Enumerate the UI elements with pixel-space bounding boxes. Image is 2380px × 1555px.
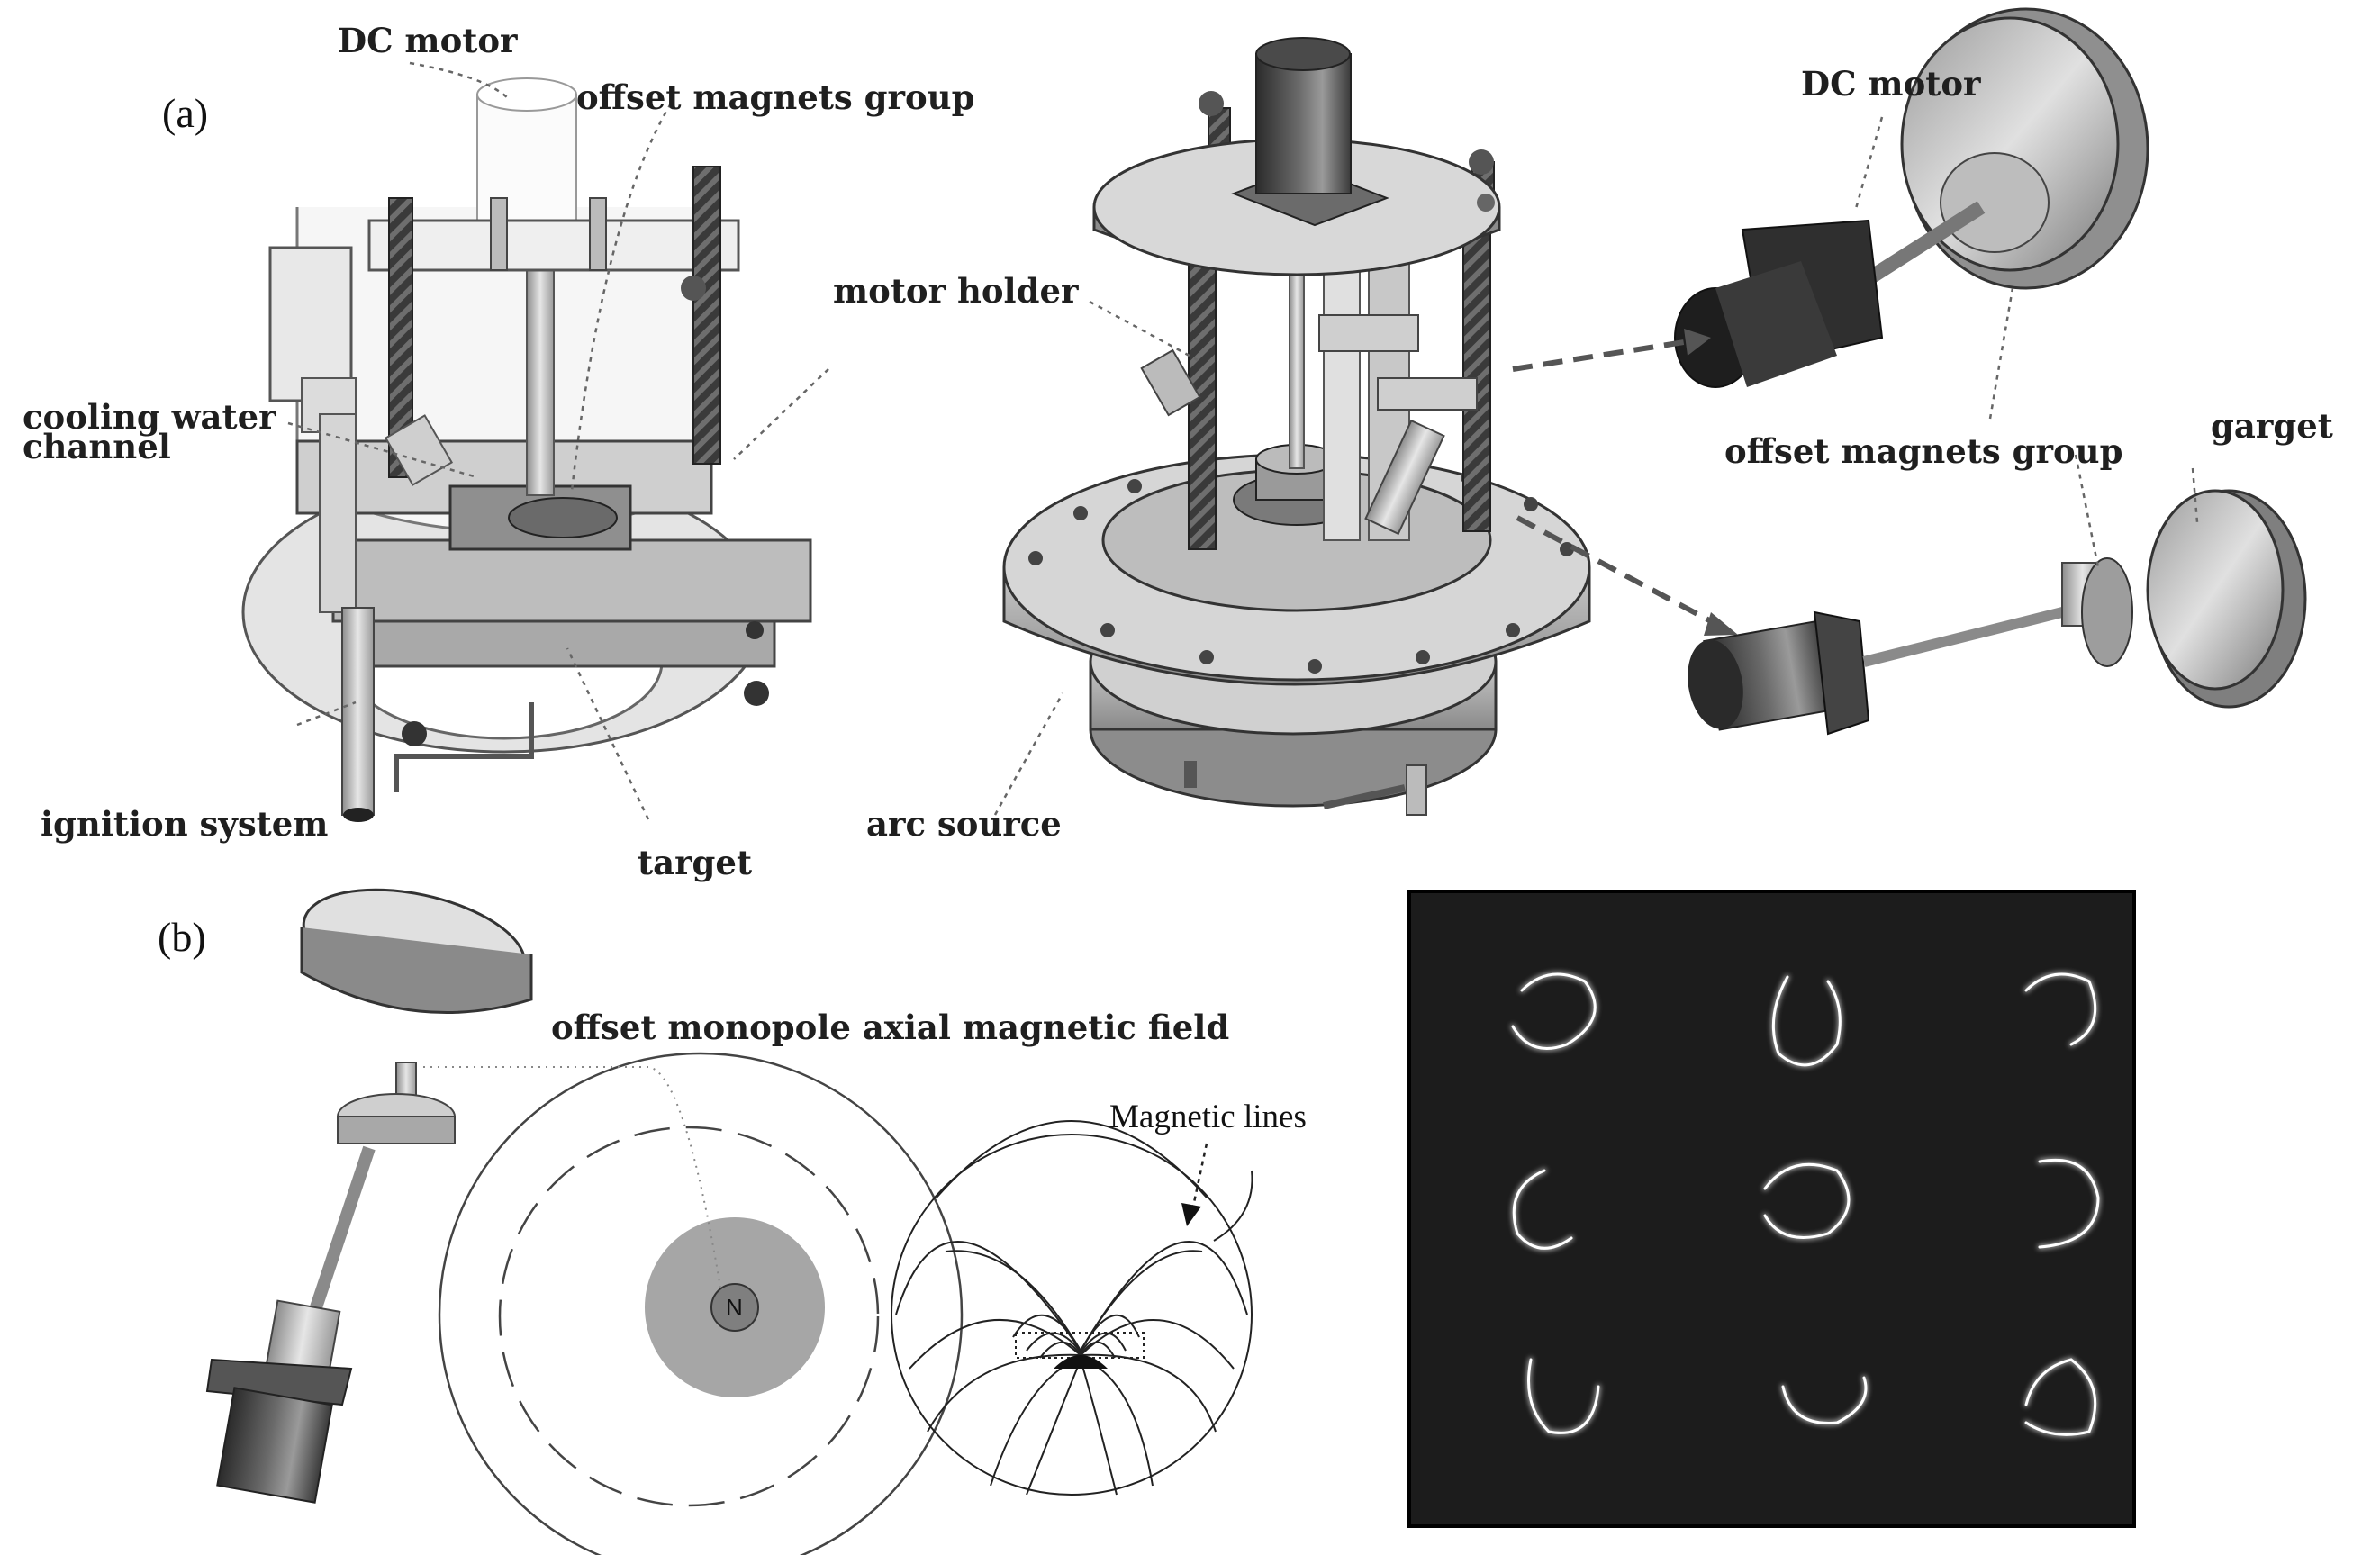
offset-monopole-label: offset monopole axial magnetic field (551, 1008, 1230, 1047)
offset-magnets-label-right: offset magnets group (1724, 431, 2123, 471)
exploded-magnets-target-drawing (1688, 489, 2307, 736)
motor-holder-label: motor holder (833, 271, 1079, 311)
dc-motor-label-left: DC motor (338, 21, 518, 60)
arc-source-label: arc source (866, 804, 1062, 844)
magnetic-lines-label: Magnetic lines (1109, 1098, 1307, 1135)
monopole-leader (423, 1066, 721, 1288)
explode-arrows (1512, 339, 1713, 624)
panel-b-label: (b) (158, 914, 206, 960)
field-lines-diagram (891, 1120, 1253, 1496)
north-pole-label: N (726, 1294, 743, 1321)
garget-label: garget (2211, 406, 2333, 446)
offset-magnet-top-view (438, 1052, 964, 1555)
explode-arrowhead-lower (1704, 612, 1738, 636)
dc-motor-label-right: DC motor (1801, 64, 1981, 104)
magnet-pole-shape (1054, 1355, 1108, 1369)
explode-arrowhead-upper (1684, 329, 1711, 356)
arc-source-assembly-drawing (1002, 37, 1591, 816)
cooling-water-label-line2: channel (23, 427, 171, 466)
cutaway-assembly-drawing (241, 77, 812, 822)
magnet-rotor-drawing (205, 888, 533, 1504)
label-leader-lines (287, 61, 2199, 820)
offset-magnets-label-left: offset magnets group (576, 77, 975, 117)
cooling-water-label-line1: cooling water (23, 397, 276, 437)
magnetic-lines-arrowhead (1181, 1203, 1201, 1226)
exploded-motor-view-drawing (1674, 7, 2149, 388)
ignition-system-label: ignition system (41, 804, 329, 844)
target-label: target (638, 843, 753, 882)
arc-spot-photograph (1407, 890, 2136, 1528)
magnetic-lines-leader (1191, 1143, 1208, 1207)
panel-a-label: (a) (162, 90, 209, 136)
